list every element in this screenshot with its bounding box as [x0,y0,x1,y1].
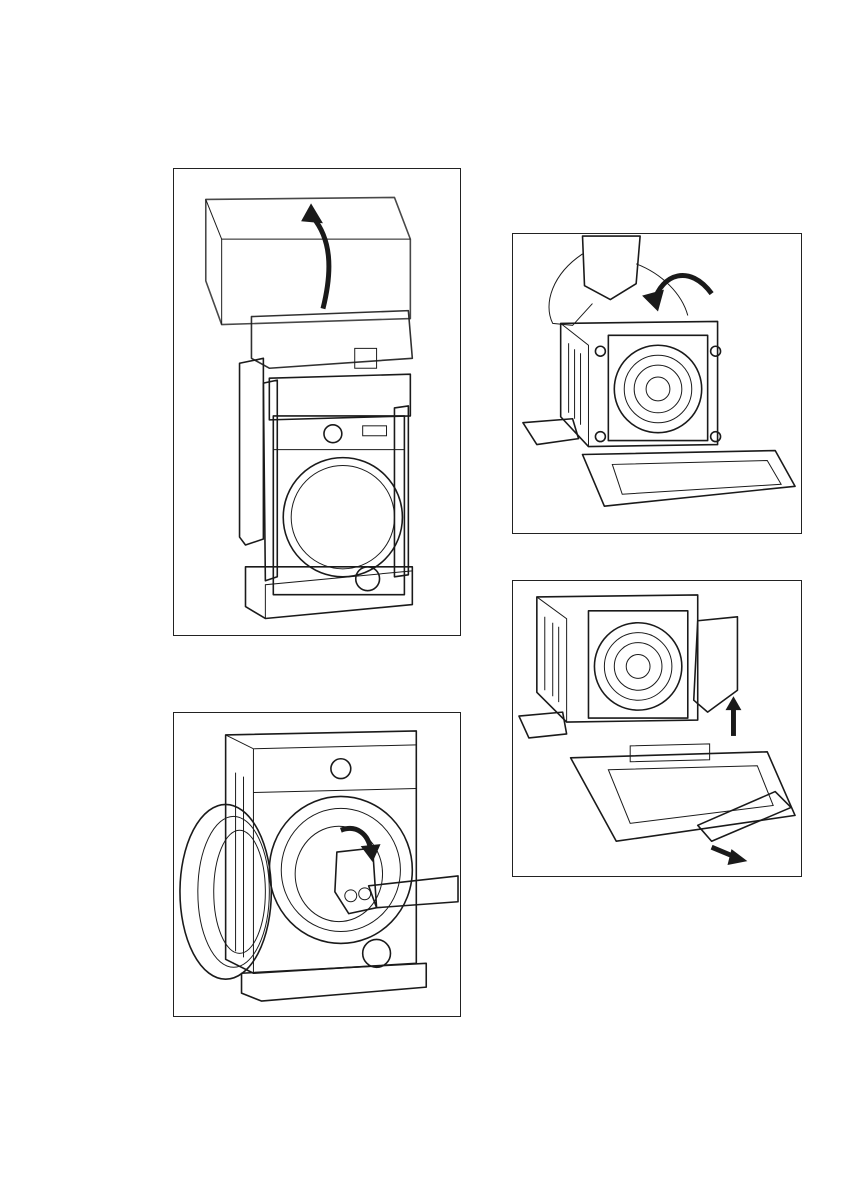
program-knob [324,425,342,443]
top-polystyrene [269,374,410,420]
figure-unpack-lift-cover [173,168,461,636]
rear-panel [588,611,687,718]
corner-protector-left [240,358,264,545]
person-head [583,236,641,300]
figure-tilt-machine-backwards [512,233,802,534]
illustration-unpack [174,169,460,635]
filter-cover [363,939,391,967]
hand-lifting [694,617,738,712]
hand-pulling [698,792,791,842]
drum-rear [614,345,701,432]
figure-remove-base-polystyrene [512,580,802,877]
side-polystyrene [523,419,579,445]
door-window [283,458,402,577]
drum-rear [594,623,681,710]
illustration-remove-base [513,581,801,876]
filter-cover [356,567,380,591]
figure-remove-accessories-bag [173,712,461,1017]
base-polystyrene [571,752,795,841]
washing-machine-body [226,731,417,973]
illustration-tilt [513,234,801,533]
curved-up-arrow-icon [313,217,329,308]
base-pallet [583,451,796,507]
program-knob [331,759,351,779]
illustration-drum [174,713,460,1016]
rear-panel [608,335,707,440]
